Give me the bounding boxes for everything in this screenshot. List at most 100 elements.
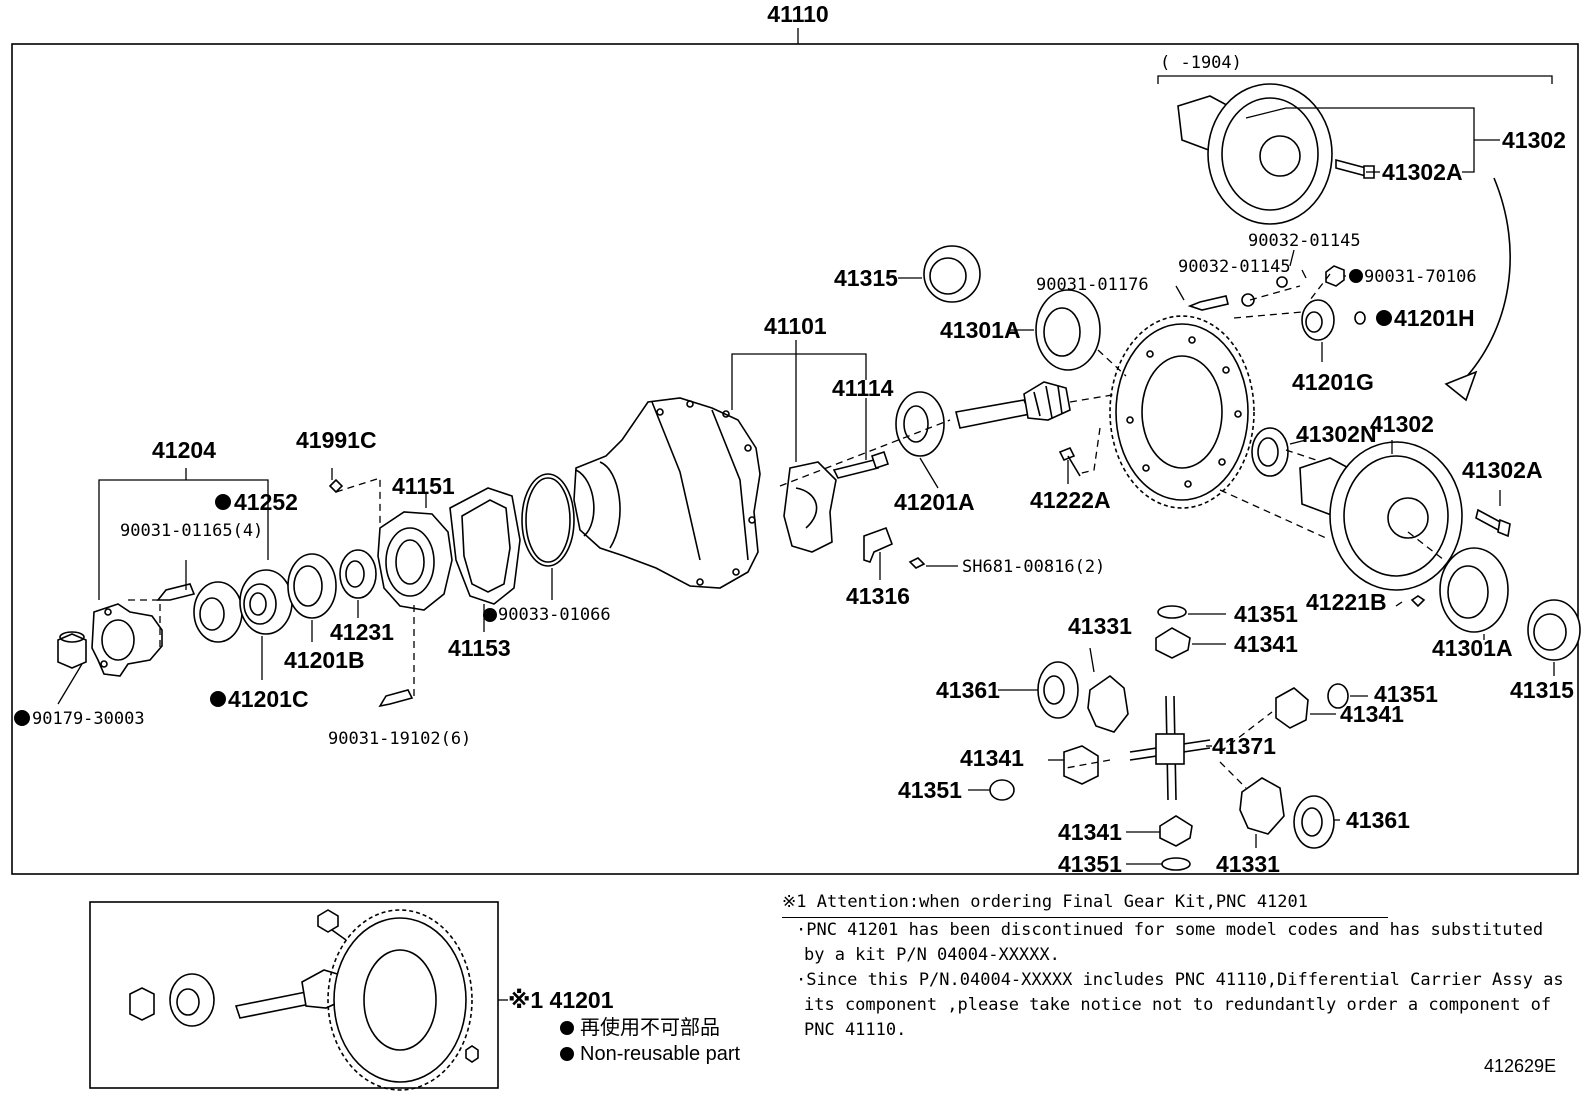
part-label[interactable]: 41361 (936, 677, 1000, 703)
part-label[interactable]: 90031-01176 (1036, 275, 1149, 295)
diff-gear-set-drawing (989, 605, 1349, 871)
part-label[interactable]: SH681-00816(2) (962, 557, 1105, 577)
part-label[interactable]: 41201G (1292, 369, 1374, 395)
note-item: ·PNC 41201 has been discontinued for som… (796, 920, 1544, 965)
part-labels: 41204 41252 90031-01165(4) 90179-30003 4… (14, 127, 1574, 877)
part-label[interactable]: 41302A (1382, 159, 1463, 185)
part-label[interactable]: 41341 (1058, 819, 1122, 845)
part-label[interactable]: 41221B (1306, 589, 1387, 615)
main-frame (11, 28, 1579, 875)
part-label[interactable]: 90179-30003 (32, 709, 145, 729)
range-bracket: ( -1904) (1157, 53, 1553, 84)
part-label[interactable]: 41302A (1462, 457, 1543, 483)
final-gear-kit-inset: ※1 41201 (89, 901, 614, 1091)
part-label[interactable]: 41231 (330, 619, 394, 645)
part-label[interactable]: 41331 (1216, 851, 1280, 877)
ring-gear-bolt-drawing (1058, 427, 1101, 477)
adjusting-lock-drawing (863, 526, 894, 563)
retainer-bolt-drawing (378, 600, 415, 708)
spacer-drawing (339, 549, 377, 599)
gasket-drawing (449, 487, 521, 605)
part-label[interactable]: 41222A (1030, 487, 1111, 513)
part-label[interactable]: 41201H (1394, 305, 1475, 331)
nonreusable-dot (14, 710, 30, 726)
part-label[interactable]: 41201A (894, 489, 975, 515)
part-label[interactable]: 41371 (1212, 733, 1276, 759)
leader-lines (57, 107, 1555, 865)
assembly-direction-arrow (1444, 177, 1511, 402)
inset-label[interactable]: ※1 41201 (508, 987, 614, 1013)
bearing-cap-drawing (783, 461, 837, 553)
o-ring-drawing (521, 473, 575, 567)
part-label[interactable]: 41302 (1370, 411, 1434, 437)
nonreusable-dot-icon (560, 1047, 574, 1061)
legend-text-jp: 再使用不可部品 (580, 1017, 720, 1039)
nonreusable-dot (210, 691, 226, 707)
figure-code: 412629E (1484, 1056, 1557, 1076)
ring-gear-drawing (1109, 315, 1255, 509)
side-bearing-right-drawing (1439, 547, 1509, 633)
part-label[interactable]: 90031-70106 (1364, 267, 1477, 287)
part-label[interactable]: 41101 (764, 313, 827, 339)
fastener-set-drawing (1187, 265, 1345, 311)
part-label[interactable]: 41153 (448, 635, 511, 661)
lock-bolt-drawing (908, 557, 926, 569)
part-label[interactable]: 41341 (1340, 701, 1404, 727)
part-label[interactable]: 41201B (284, 647, 365, 673)
part-label[interactable]: 90031-01165(4) (120, 521, 263, 541)
side-bearing-left-drawing (1035, 289, 1101, 371)
legend-item-jp: 再使用不可部品 (560, 1015, 740, 1041)
part-label[interactable]: 90033-01066 (498, 605, 611, 625)
nonreusable-dot (1349, 269, 1363, 283)
nonreusable-dot (483, 608, 497, 622)
side-bearing-small-drawing (1301, 299, 1366, 341)
part-label[interactable]: 41341 (1234, 631, 1298, 657)
part-label[interactable]: 41114 (832, 375, 894, 401)
flange-bolt-drawing (156, 583, 196, 601)
attention-notes: ※1 Attention:when ordering Final Gear Ki… (782, 890, 1572, 1043)
bearing-retainer-drawing (328, 477, 453, 611)
part-label[interactable]: 41252 (234, 489, 298, 515)
companion-flange-drawing (91, 599, 163, 677)
cap-bolt-drawing (832, 450, 890, 479)
part-label[interactable]: 41316 (846, 583, 910, 609)
assembly-centerlines (779, 273, 1445, 561)
part-label[interactable]: 41351 (1058, 851, 1122, 877)
nonreusable-dot-icon (560, 1021, 574, 1035)
note-item: ·Since this P/N.04004-XXXXX includes PNC… (796, 970, 1564, 1040)
part-label[interactable]: 41351 (898, 777, 962, 803)
part-label[interactable]: 41201C (228, 686, 309, 712)
nonreusable-dot (1376, 310, 1392, 326)
oil-seal-drawing (239, 569, 293, 635)
pinion-bearing-rear-drawing (895, 391, 945, 457)
drive-pinion-drawing (955, 381, 1071, 429)
washer-41302n-drawing (1251, 427, 1289, 477)
part-label[interactable]: 90031-19102(6) (328, 729, 471, 749)
part-label[interactable]: 90032-01145 (1248, 231, 1361, 251)
part-label[interactable]: 41361 (1346, 807, 1410, 833)
part-label[interactable]: 41301A (1432, 635, 1513, 661)
part-label[interactable]: 41331 (1068, 613, 1132, 639)
dust-deflector-drawing (193, 581, 243, 643)
legend: 再使用不可部品 Non-reusable part (560, 1015, 740, 1067)
pinion-bearing-front-drawing (287, 553, 337, 619)
part-label[interactable]: 41301A (940, 317, 1021, 343)
part-label[interactable]: 41341 (960, 745, 1024, 771)
notes-title: ※1 Attention:when ordering Final Gear Ki… (782, 890, 1388, 918)
part-label[interactable]: 41351 (1374, 681, 1438, 707)
part-label[interactable]: 41302N (1296, 421, 1377, 447)
diff-case-lower-drawing (1299, 441, 1511, 608)
part-label[interactable]: 90032-01145 (1178, 257, 1291, 277)
part-label[interactable]: 41315 (1510, 677, 1574, 703)
part-label[interactable]: 41151 (392, 473, 455, 499)
assembly-label: 41110 (767, 1, 828, 27)
part-label[interactable]: 41351 (1234, 601, 1298, 627)
legend-text-en: Non-reusable part (580, 1043, 741, 1065)
part-label[interactable]: 41302 (1502, 127, 1566, 153)
part-label[interactable]: 41991C (296, 427, 377, 453)
adjusting-nut-right-drawing (1527, 599, 1581, 661)
part-label[interactable]: 41315 (834, 265, 898, 291)
part-label[interactable]: 41204 (152, 437, 216, 463)
carrier-housing-drawing (573, 397, 761, 589)
